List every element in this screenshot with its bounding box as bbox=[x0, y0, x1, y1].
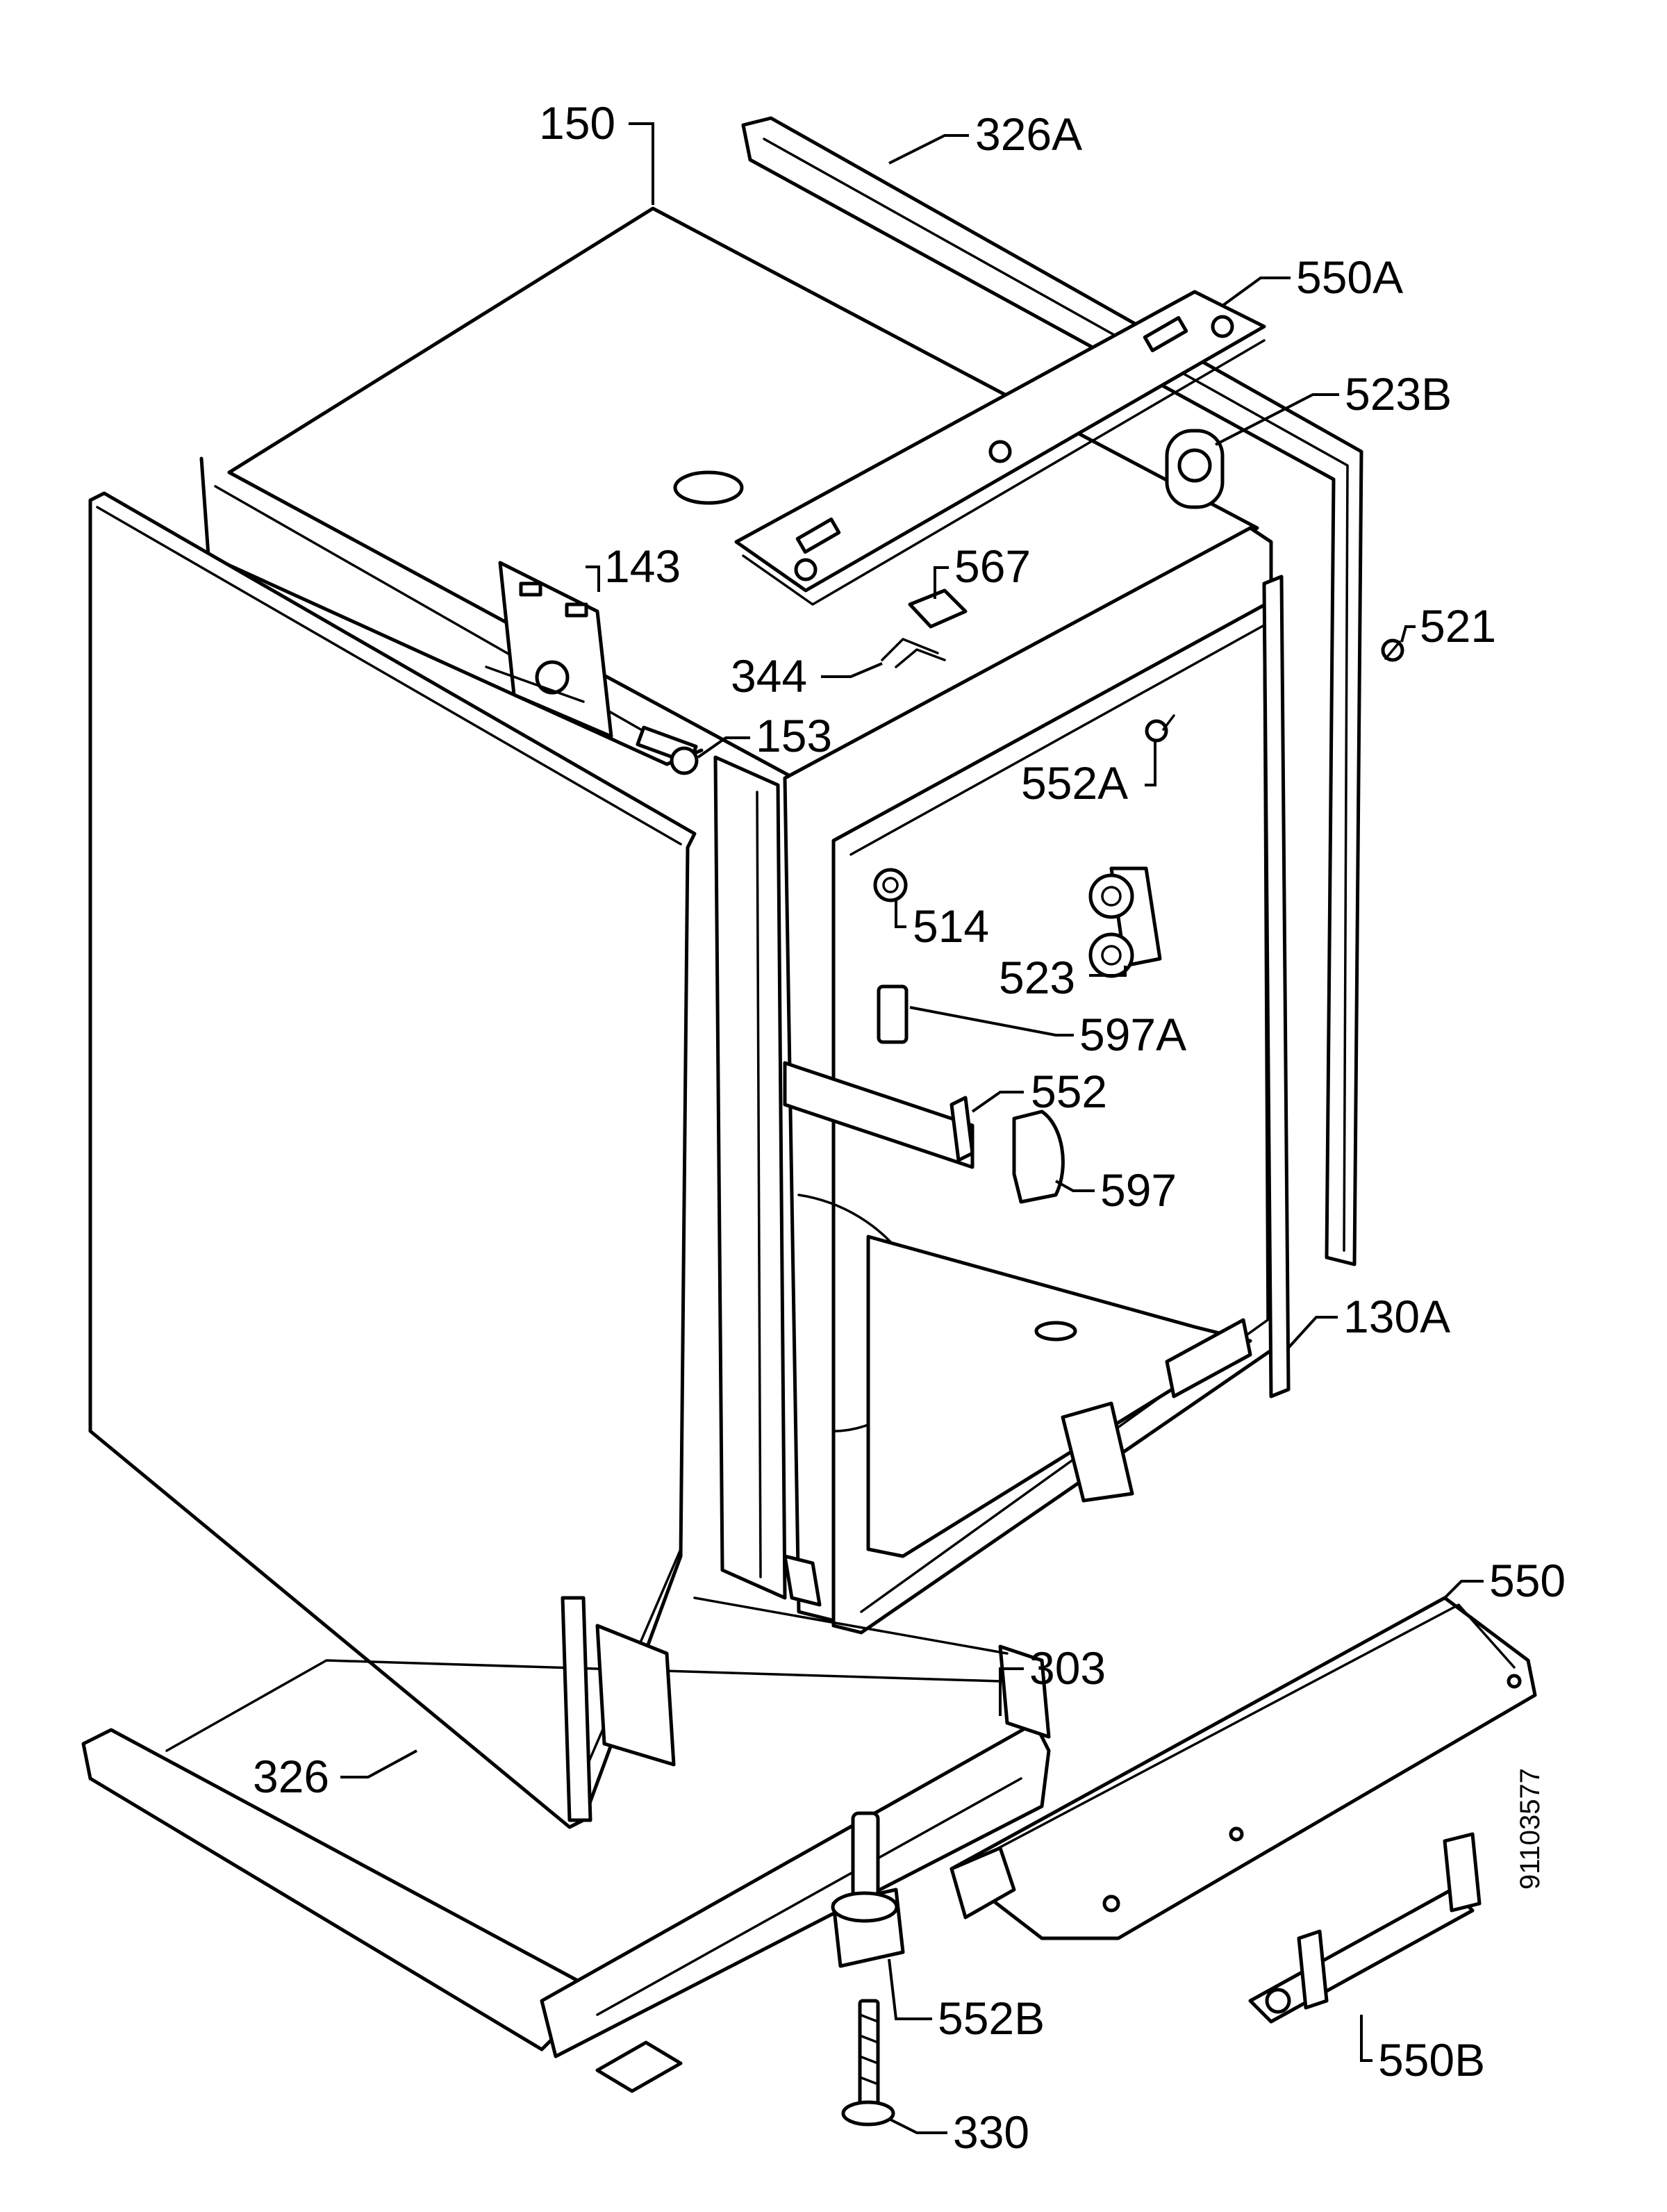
part-143-hinge-bracket bbox=[485, 561, 613, 738]
label-303: 303 bbox=[1029, 1642, 1106, 1694]
label-344: 344 bbox=[731, 650, 807, 702]
label-150: 150 bbox=[539, 97, 615, 149]
label-567: 567 bbox=[954, 540, 1031, 592]
label-130a: 130A bbox=[1343, 1291, 1450, 1342]
label-550: 550 bbox=[1489, 1555, 1566, 1606]
label-326: 326 bbox=[253, 1751, 329, 1802]
part-labels: 150 326A 550A 523B 143 567 521 344 153 5… bbox=[253, 97, 1566, 2158]
top-opening-hole bbox=[673, 470, 744, 505]
part-153-pin bbox=[636, 725, 699, 775]
label-550b: 550B bbox=[1378, 2034, 1485, 2086]
label-330: 330 bbox=[953, 2106, 1029, 2158]
label-552a: 552A bbox=[1021, 757, 1128, 809]
part-550b-bracket bbox=[1248, 1832, 1482, 2024]
part-550-kick-plate bbox=[949, 1596, 1537, 1940]
part-550a-top-rail bbox=[734, 290, 1266, 606]
part-521-screw bbox=[1381, 638, 1404, 662]
part-150-tub-body bbox=[199, 206, 1287, 1635]
part-303-base-frame bbox=[81, 1596, 1051, 2093]
part-130a-side-trim bbox=[1262, 575, 1291, 1398]
label-523: 523 bbox=[999, 952, 1075, 1003]
label-597: 597 bbox=[1100, 1164, 1177, 1216]
part-326a-rear-side-panel bbox=[741, 116, 1363, 1266]
part-552-holder bbox=[949, 1096, 975, 1162]
part-597a-clip bbox=[877, 984, 909, 1044]
drawing-code: 91103577 bbox=[1515, 1768, 1545, 1890]
part-552b-foot bbox=[831, 1811, 905, 1968]
label-552: 552 bbox=[1031, 1066, 1107, 1117]
part-330-leveling-screw bbox=[841, 1999, 895, 2127]
label-523b: 523B bbox=[1345, 368, 1452, 420]
label-597a: 597A bbox=[1079, 1009, 1186, 1060]
part-523-rollers bbox=[1088, 866, 1162, 978]
label-550a: 550A bbox=[1296, 251, 1403, 303]
label-521: 521 bbox=[1420, 600, 1496, 652]
part-552a-screw bbox=[1145, 714, 1175, 743]
label-552b: 552B bbox=[938, 1992, 1045, 2044]
label-143: 143 bbox=[604, 540, 681, 592]
label-153: 153 bbox=[756, 710, 832, 761]
part-597-clamp bbox=[1012, 1109, 1065, 1204]
part-514-nut bbox=[873, 868, 908, 902]
part-567-clip bbox=[908, 588, 968, 629]
label-514: 514 bbox=[913, 900, 989, 952]
part-523b-roller-bracket bbox=[1165, 429, 1225, 509]
part-344-spring-clip bbox=[881, 638, 946, 668]
part-326-side-panel bbox=[88, 491, 697, 1829]
leader-lines bbox=[340, 122, 1484, 2134]
label-326a: 326A bbox=[975, 108, 1082, 160]
